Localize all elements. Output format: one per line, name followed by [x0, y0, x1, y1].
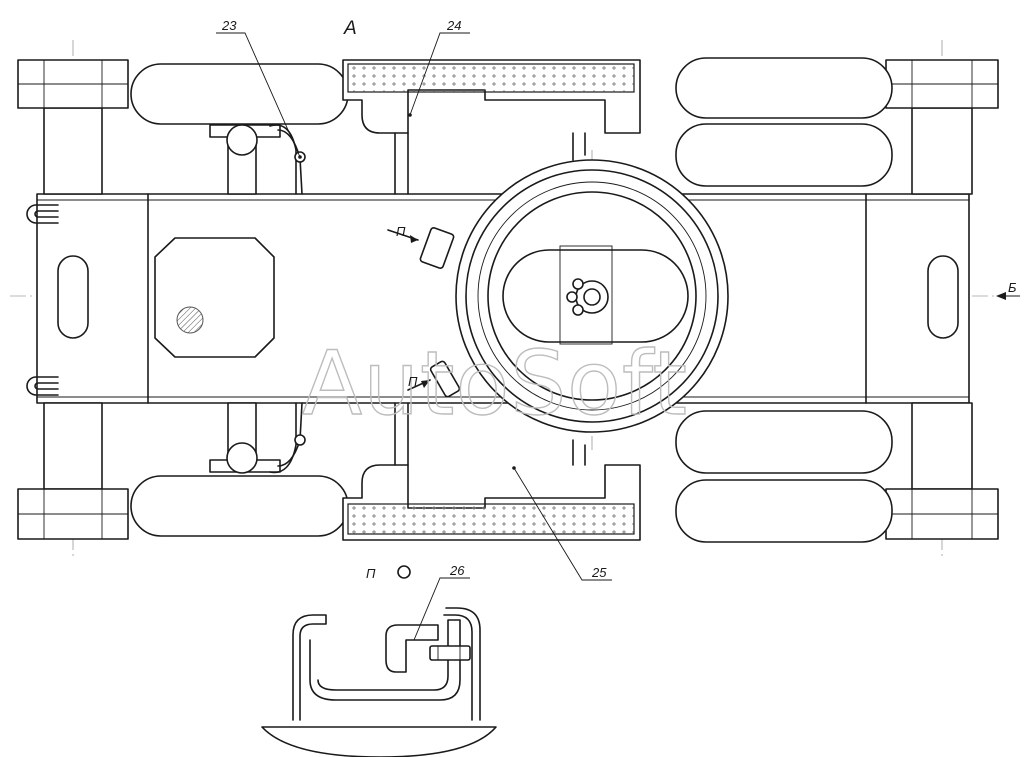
- callout-26: 26: [449, 563, 465, 578]
- callout-24: 24: [446, 18, 461, 33]
- view-label: А: [343, 18, 357, 39]
- rear-tires: [675, 57, 893, 543]
- callout-23: 23: [221, 18, 237, 33]
- detail-mark-bottom: П: [408, 374, 418, 389]
- front-tires: [130, 63, 349, 537]
- small-parts: [387, 227, 461, 579]
- leader-lines: [216, 32, 1020, 641]
- left-axle: [17, 59, 129, 540]
- rear-axle: [885, 59, 999, 540]
- cab-outline: [154, 237, 275, 358]
- arrow-label: Б: [1008, 280, 1017, 295]
- detail-view-label: П: [366, 566, 376, 581]
- frame-slots: [57, 255, 959, 339]
- detail-mark-top: П: [396, 224, 406, 239]
- detail-view: [261, 607, 497, 757]
- fifth-wheel: [455, 159, 729, 433]
- u-bolts: [26, 204, 59, 396]
- steps: [342, 59, 641, 541]
- watermark: AutoSoft: [302, 332, 688, 435]
- callout-25: 25: [591, 565, 607, 580]
